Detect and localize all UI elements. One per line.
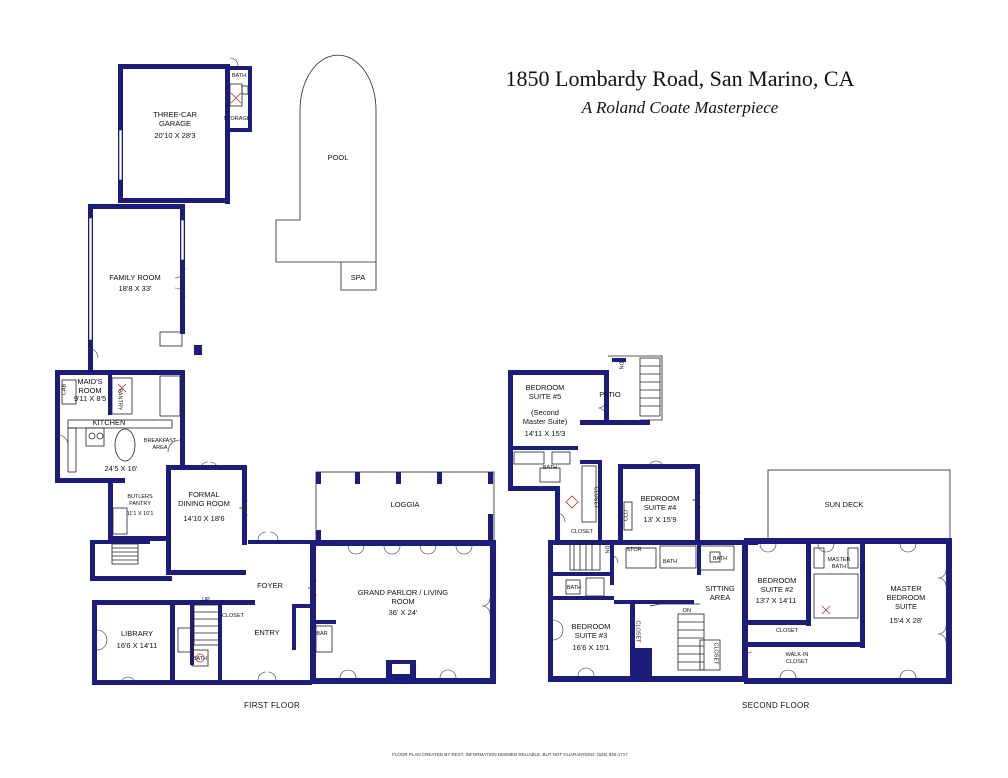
closet-a-label: CLOSET	[592, 486, 599, 509]
family-room-dimensions: 18'8 X 33'	[118, 284, 152, 293]
walk-in-closet-label: WALK-IN CLOSET	[785, 652, 809, 665]
storage-label: STORAGE	[223, 116, 251, 122]
first-closet-label: CLOSET	[221, 613, 244, 619]
loggia-label: LOGGIA	[390, 500, 420, 509]
garage-bath-label: BATH	[231, 73, 247, 79]
dn-low-label: DN	[683, 608, 691, 614]
foyer-walls	[248, 531, 336, 681]
closet-b-label: CLOSET	[570, 529, 593, 535]
closet-d-label: CLOSET	[712, 642, 719, 665]
bath-c-label: BATH	[712, 556, 728, 562]
garage-dimensions: 20'10 X 28'3	[154, 131, 196, 140]
library-label: LIBRARY	[121, 629, 153, 638]
family-room-walls	[87, 204, 202, 370]
cab-label: CAB	[61, 383, 68, 396]
butlers-pantry-label: BUTLERS PANTRY	[127, 494, 153, 507]
formal-dining-walls	[166, 461, 248, 575]
bedroom-4-walls	[618, 460, 701, 544]
bath-b-label: BATH	[662, 559, 678, 565]
butlers-pantry-walls	[90, 480, 172, 581]
bedroom-2-label: BEDROOM SUITE #2	[757, 576, 797, 594]
dn-mid-label: DN	[603, 545, 610, 554]
bedroom-3-label: BEDROOM SUITE #3	[571, 622, 611, 640]
credit-line: FLOOR PLAN CREATED BY REST. INFORMATION …	[392, 752, 628, 757]
family-room-label: FAMILY ROOM	[109, 273, 161, 282]
sitting-area-walls	[548, 540, 758, 682]
bedroom-4-label: BEDROOM SUITE #4	[640, 494, 680, 512]
second-floor-label: SECOND FLOOR	[742, 701, 810, 710]
closet-e-label: CLOSET	[775, 628, 798, 634]
master-bedroom-dimensions: 15'4 X 28'	[889, 616, 923, 625]
library-walls	[92, 600, 312, 686]
first-bath-label: BATH	[192, 656, 208, 662]
dn-top-label: DN	[617, 361, 624, 370]
breakfast-area-label: BREAKFAST AREA	[143, 438, 177, 451]
formal-dining-dimensions: 14'10 X 18'6	[183, 514, 225, 523]
stor-label: STOR	[626, 547, 642, 553]
patio	[580, 355, 663, 425]
pool-label: POOL	[327, 153, 349, 162]
first-floor-label: FIRST FLOOR	[244, 701, 301, 710]
bedroom-5-dimensions: 14'11 X 15'3	[524, 429, 566, 438]
up-label: UP	[202, 597, 210, 603]
bedroom-2-dimensions: 13'7 X 14'11	[755, 596, 797, 605]
bedroom-3-walls	[552, 600, 721, 678]
kitchen-dimensions: 24'5 X 16'	[104, 464, 138, 473]
grand-parlor-walls	[310, 540, 496, 684]
kitchen-walls	[55, 370, 185, 483]
master-wing-walls	[743, 538, 952, 684]
pantry-label: PANTRY	[116, 388, 123, 411]
closet-c-label: CLOSET	[634, 620, 641, 643]
master-bath-label: MASTER BATH	[827, 557, 851, 570]
bedroom-4-dimensions: 13' X 15'9	[643, 515, 677, 524]
clo-label: CLO	[623, 509, 630, 522]
bath-a-label: BATH	[542, 465, 558, 471]
grand-parlor-dimensions: 36' X 24'	[388, 608, 418, 617]
page-title: 1850 Lombardy Road, San Marino, CA	[505, 66, 855, 91]
kitchen-label: KITCHEN	[92, 418, 126, 427]
bar-label: BAR	[316, 631, 328, 637]
maids-room-label: MAID'S ROOM	[77, 377, 103, 395]
bedroom-5-subtitle: (Second Master Suite)	[522, 408, 568, 426]
maids-room-dimensions: 9'11 X 8'5	[73, 394, 107, 403]
sitting-area-label: SITTING AREA	[705, 584, 735, 602]
sun-deck-label: SUN DECK	[824, 500, 864, 509]
formal-dining-label: FORMAL DINING ROOM	[178, 490, 230, 508]
foyer-label: FOYER	[257, 581, 283, 590]
bedroom-5-label: BEDROOM SUITE #5	[525, 383, 565, 401]
bath-d-label: BATH	[566, 585, 582, 591]
pool-spa	[275, 54, 377, 291]
butlers-pantry-dimensions: 11'1 X 10'1	[126, 511, 154, 517]
garage-label: THREE-CAR GARAGE	[153, 110, 197, 128]
spa-label: SPA	[350, 273, 366, 282]
entry-label: ENTRY	[254, 628, 280, 637]
grand-parlor-label: GRAND PARLOR / LIVING ROOM	[357, 588, 449, 606]
library-dimensions: 16'6 X 14'11	[116, 641, 158, 650]
garage-walls	[118, 57, 252, 204]
bedroom-5-walls	[508, 370, 609, 542]
patio-label: PATIO	[599, 390, 621, 399]
master-bedroom-label: MASTER BEDROOM SUITE	[886, 584, 926, 611]
bedroom-3-dimensions: 16'6 X 15'1	[572, 643, 610, 652]
page-subtitle: A Roland Coate Masterpiece	[581, 98, 779, 117]
stair-core-walls	[175, 600, 255, 680]
